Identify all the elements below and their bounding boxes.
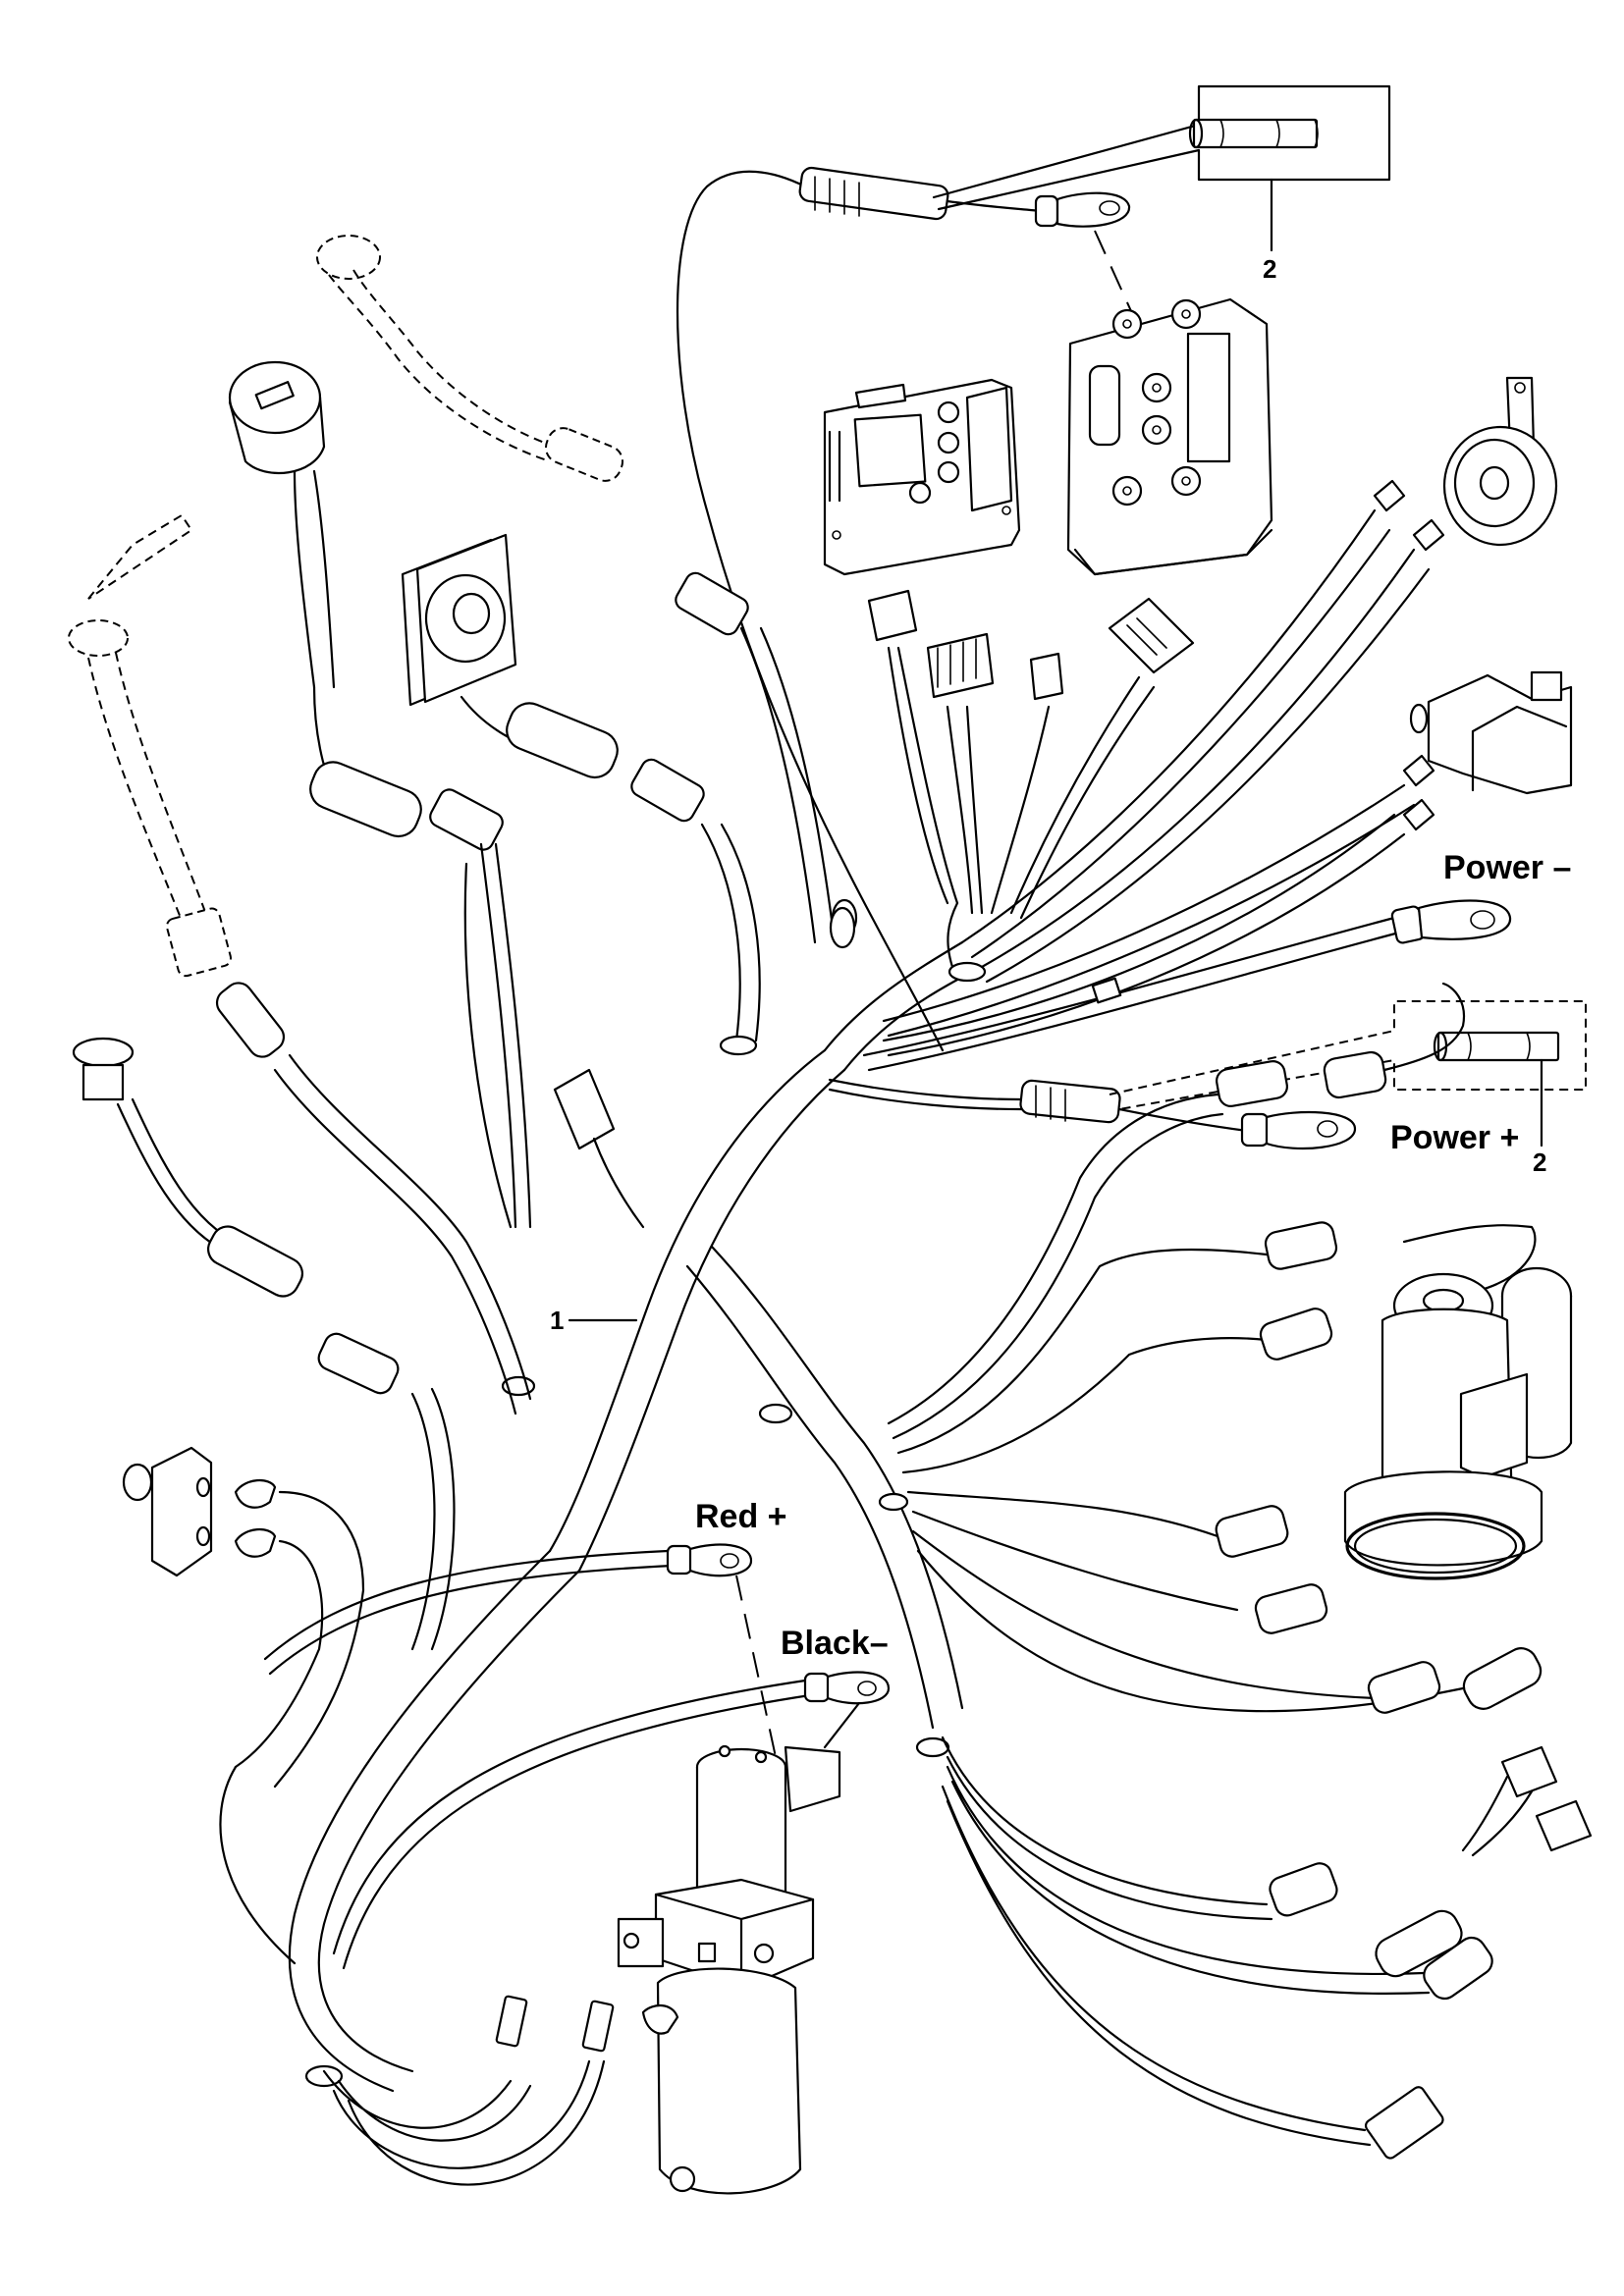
micro-switch bbox=[122, 1446, 365, 1965]
dual-micro-switch-assembly bbox=[1461, 1745, 1593, 1857]
label-red-positive: Red + bbox=[695, 1498, 787, 1535]
inline-fuse-holder-top bbox=[676, 166, 1164, 1052]
motor-controller-large bbox=[1066, 297, 1273, 576]
left-lower-connector bbox=[317, 1332, 456, 1651]
drive-motor-with-brake bbox=[1343, 1224, 1573, 1580]
controller-connectors bbox=[831, 589, 1195, 983]
upper-right-leads bbox=[862, 479, 1512, 1072]
push-button bbox=[72, 1037, 303, 1298]
callout-2-number-power: 2 bbox=[1533, 1148, 1546, 1177]
charger-socket-optional bbox=[316, 235, 624, 482]
inline-fuse-holder-power bbox=[828, 1078, 1357, 1150]
horn bbox=[1442, 376, 1558, 547]
fuse-callout-box-top: 2 bbox=[932, 84, 1391, 284]
main-harness bbox=[288, 940, 984, 2093]
left-connectors bbox=[429, 571, 856, 1229]
label-power-positive: Power + bbox=[1390, 1119, 1519, 1156]
callout-1: 1 bbox=[550, 1306, 638, 1335]
label-power-negative: Power – bbox=[1443, 849, 1571, 886]
battery-leads bbox=[263, 1543, 891, 1970]
hydraulic-pump-unit bbox=[617, 1744, 841, 2195]
callout-2-number-top: 2 bbox=[1263, 254, 1276, 284]
callout-1-number: 1 bbox=[550, 1306, 564, 1335]
relay-contactor bbox=[1409, 670, 1573, 795]
label-black-negative: Black– bbox=[781, 1625, 889, 1662]
right-harness-branches bbox=[887, 982, 1543, 2160]
spade-terminals bbox=[322, 1995, 615, 2186]
fuse-callout-box-power: 2 bbox=[1109, 1000, 1587, 1177]
cooling-fan bbox=[401, 533, 619, 779]
left-mid-connector bbox=[215, 982, 532, 1415]
battery-gauge bbox=[228, 360, 422, 838]
motor-controller-small bbox=[823, 378, 1021, 576]
key-switch-optional bbox=[68, 513, 233, 978]
